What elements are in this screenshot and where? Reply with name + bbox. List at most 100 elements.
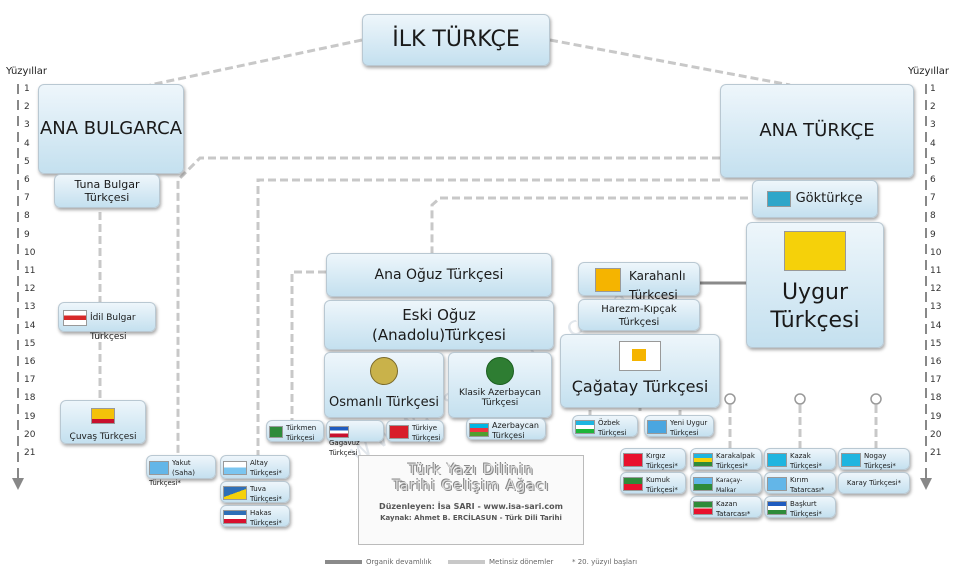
yakut-label: Yakut (Saha) Türkçesi*	[149, 459, 195, 487]
kirgiz-label: Kırgız Türkçesi*	[646, 452, 678, 470]
century-tick: 9	[24, 229, 30, 240]
ozbek-label: Özbek Türkçesi	[598, 419, 627, 437]
century-tick: 18	[24, 393, 36, 404]
node-yakut: Yakut (Saha) Türkçesi*	[146, 455, 216, 487]
node-osmanli: Osmanlı Türkçesi	[324, 352, 444, 418]
cuvas-label: Çuvaş Türkçesi	[69, 432, 137, 442]
nogay-flag-icon	[841, 453, 861, 467]
century-tick: 9	[930, 229, 936, 240]
kazan-flag-icon	[693, 501, 713, 515]
scale-title-right: Yüzyıllar	[908, 66, 950, 77]
century-tick: 8	[24, 211, 30, 222]
turkiye-label: Türkiye Türkçesi	[412, 424, 441, 442]
node-baskurt: Başkurt Türkçesi*	[764, 496, 836, 518]
node-kazak: Kazak Türkçesi*	[764, 448, 836, 470]
century-tick: 15	[930, 338, 942, 349]
gokturk-flag-icon	[767, 190, 792, 207]
karahanli-flag-icon	[595, 268, 621, 292]
legend-gap: Metinsiz dönemler	[489, 558, 554, 566]
century-tick: 6	[24, 175, 30, 185]
node-altay: Altay Türkçesi*	[220, 455, 290, 479]
turkiye-flag-icon	[389, 425, 409, 439]
node-turkmen: Türkmen Türkçesi	[266, 420, 324, 442]
node-karahanli: Karahanlı Türkçesi	[578, 262, 700, 302]
gagavuz-flag-icon	[329, 426, 349, 438]
century-tick: 19	[930, 411, 942, 422]
info-title-2: Tarihi Gelişim Ağacı	[392, 478, 550, 494]
karakalpak-flag-icon	[693, 453, 713, 467]
gokturk-label: Göktürkçe	[795, 191, 863, 206]
century-tick: 12	[930, 284, 942, 295]
century-tick: 12	[24, 284, 36, 295]
kumuk-flag-icon	[623, 477, 643, 491]
century-tick: 11	[930, 266, 942, 276]
tuva-flag-icon	[223, 486, 247, 500]
uygur-flag-icon	[784, 231, 846, 271]
node-harezm: Harezm-Kıpçak Türkçesi	[578, 299, 700, 331]
node-ana-oguz: Ana Oğuz Türkçesi	[326, 253, 552, 297]
info-panel: Türk Yazı Dilinin Tarihi Gelişim Ağacı D…	[358, 455, 584, 545]
legend-organic: Organik devamlılık	[366, 558, 432, 566]
node-cagatay: Çağatay Türkçesi	[560, 334, 720, 408]
node-idil-bulgar: İdil Bulgar Türkçesi	[58, 302, 156, 342]
node-kumuk: Kumuk Türkçesi*	[620, 472, 686, 494]
gagavuz-label: Gagavuz Türkçesi	[329, 439, 360, 457]
node-eski-oguz: Eski Oğuz (Anadolu)Türkçesi	[324, 300, 554, 350]
yakut-flag-icon	[149, 461, 169, 475]
turkmen-label: Türkmen Türkçesi	[286, 424, 317, 442]
node-kirim: Kırım Tatarcası*	[764, 472, 836, 494]
altay-label: Altay Türkçesi*	[250, 459, 282, 477]
node-gokturkce: Göktürkçe	[752, 180, 878, 218]
node-gagavuz: Gagavuz Türkçesi	[326, 420, 384, 457]
kazan-label: Kazan Tatarcası*	[716, 500, 751, 518]
node-cuvas: Çuvaş Türkçesi	[60, 400, 146, 444]
ozbek-flag-icon	[575, 420, 595, 434]
baskurt-flag-icon	[767, 501, 787, 515]
node-nogay: Nogay Türkçesi*	[838, 448, 910, 470]
century-tick: 21	[930, 448, 942, 458]
century-tick: 4	[24, 138, 30, 149]
century-tick: 13	[24, 302, 36, 313]
node-kirgiz: Kırgız Türkçesi*	[620, 448, 686, 470]
century-tick: 5	[930, 156, 936, 167]
kumuk-label: Kumuk Türkçesi*	[646, 476, 678, 494]
karacay-flag-icon	[693, 477, 713, 491]
klasik-azerbaycan-label: Klasik Azerbaycan Türkçesi	[458, 388, 542, 408]
century-tick: 13	[930, 302, 942, 313]
uygur-label: Uygur Türkçesi	[770, 280, 860, 333]
baskurt-label: Başkurt Türkçesi*	[790, 500, 822, 518]
kirim-label: Kırım Tatarcası*	[790, 476, 825, 494]
century-tick: 14	[24, 320, 36, 331]
osmanli-label: Osmanlı Türkçesi	[328, 395, 440, 410]
kazak-flag-icon	[767, 453, 787, 467]
hakas-label: Hakas Türkçesi*	[250, 509, 282, 527]
azerbaycan-label: Azerbaycan Türkçesi	[492, 421, 539, 440]
node-yeni-uygur: Yeni Uygur Türkçesi	[644, 415, 714, 437]
node-turkiye: Türkiye Türkçesi	[386, 420, 444, 442]
century-tick: 1	[930, 84, 936, 94]
node-azerbaycan: Azerbaycan Türkçesi	[466, 418, 546, 440]
century-tick: 17	[930, 375, 942, 386]
century-tick: 19	[24, 411, 36, 422]
kirim-flag-icon	[767, 477, 787, 491]
node-karakalpak: Karakalpak Türkçesi*	[690, 448, 762, 470]
century-tick: 4	[930, 138, 936, 149]
century-tick: 10	[930, 247, 942, 258]
cagatay-label: Çağatay Türkçesi	[571, 377, 709, 396]
scale-title-left: Yüzyıllar	[6, 66, 48, 77]
idil-flag-icon	[63, 310, 87, 326]
kazak-label: Kazak Türkçesi*	[790, 452, 822, 470]
azerbaycan-flag-icon	[469, 423, 489, 437]
turkmen-flag-icon	[269, 426, 283, 438]
century-tick: 18	[930, 393, 942, 404]
node-ana-bulgarca: ANA BULGARCA	[38, 84, 184, 174]
century-tick: 10	[24, 247, 36, 258]
altay-flag-icon	[223, 461, 247, 475]
century-tick: 3	[24, 120, 30, 131]
century-tick: 6	[930, 175, 936, 185]
node-karay: Karay Türkçesi*	[838, 472, 910, 494]
century-tick: 7	[930, 193, 936, 204]
century-tick: 1	[24, 84, 30, 94]
century-tick: 16	[24, 357, 36, 367]
